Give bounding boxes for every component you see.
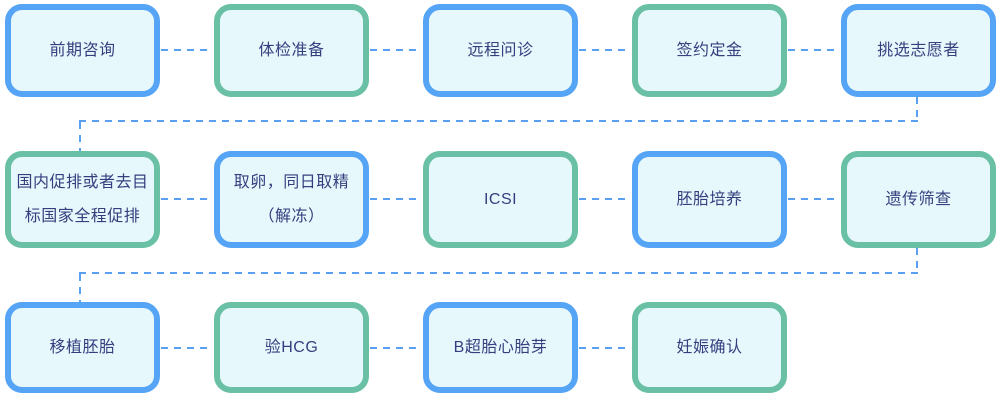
step-genetic-screening: 遗传筛查 (841, 151, 996, 248)
connector-row2-4 (788, 198, 840, 200)
step-pregnancy-confirm: 妊娠确认 (632, 302, 787, 393)
step-ultrasound-heartbeat: B超胎心胎芽 (423, 302, 578, 393)
elbow1-across-line (79, 120, 918, 122)
connector-row2-2 (370, 198, 422, 200)
step-label: ICSI (483, 190, 518, 208)
elbow2-across-line (79, 272, 918, 274)
connector-row2-3 (579, 198, 631, 200)
step-label: B超胎心胎芽 (453, 338, 548, 356)
step-label: 签约定金 (676, 41, 743, 59)
step-ovulation-stimulation: 国内促排或者去目 标国家全程促排 (5, 151, 160, 248)
step-label: 验HCG (264, 338, 319, 356)
connector-row2-1 (161, 198, 213, 200)
step-label: 挑选志愿者 (877, 41, 960, 59)
connector-row3-1 (161, 347, 213, 349)
step-label: 遗传筛查 (885, 190, 952, 208)
connector-row1-1 (161, 49, 213, 51)
step-contract-deposit: 签约定金 (632, 4, 787, 97)
step-egg-sperm-retrieval: 取卵，同日取精 （解冻） (214, 151, 369, 248)
connector-row1-3 (579, 49, 631, 51)
step-initial-consult: 前期咨询 (5, 4, 160, 97)
elbow2-down-line (916, 248, 918, 273)
step-label: 胚胎培养 (676, 190, 743, 208)
connector-row3-2 (370, 347, 422, 349)
step-medical-checkup: 体检准备 (214, 4, 369, 97)
elbow2-into-line (79, 274, 81, 302)
step-label: 妊娠确认 (676, 338, 743, 356)
step-label: 国内促排或者去目 标国家全程促排 (16, 173, 149, 225)
step-remote-consult: 远程问诊 (423, 4, 578, 97)
step-label: 取卵，同日取精 （解冻） (233, 173, 350, 225)
step-label: 前期咨询 (49, 41, 116, 59)
step-hcg-test: 验HCG (214, 302, 369, 393)
step-embryo-culture: 胚胎培养 (632, 151, 787, 248)
connector-row1-2 (370, 49, 422, 51)
connector-row3-3 (579, 347, 631, 349)
step-label: 远程问诊 (467, 41, 534, 59)
step-icsi: ICSI (423, 151, 578, 248)
step-embryo-transfer: 移植胚胎 (5, 302, 160, 393)
step-label: 移植胚胎 (49, 338, 116, 356)
step-select-volunteer: 挑选志愿者 (841, 4, 996, 97)
connector-row1-4 (788, 49, 840, 51)
elbow1-down-line (916, 97, 918, 122)
step-label: 体检准备 (258, 41, 325, 59)
elbow1-into-line (79, 122, 81, 151)
